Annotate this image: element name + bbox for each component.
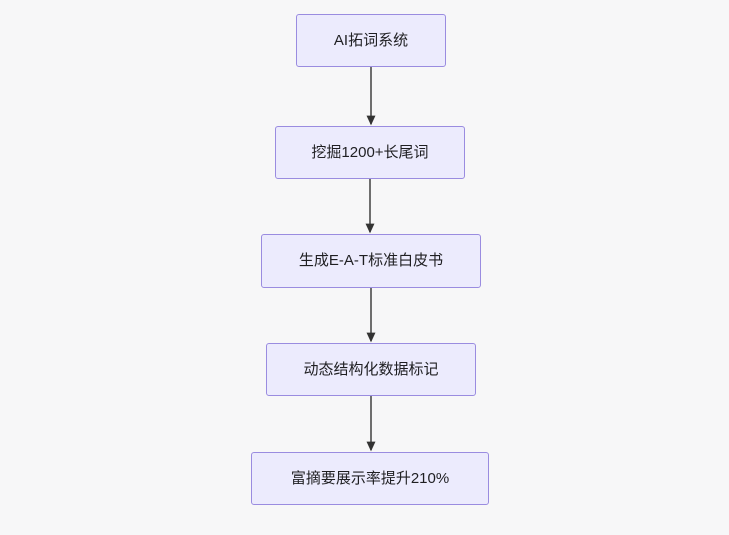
flow-node-label: 挖掘1200+长尾词 bbox=[311, 143, 429, 161]
flow-node: 富摘要展示率提升210% bbox=[251, 452, 489, 505]
flow-node-label: 生成E-A-T标准白皮书 bbox=[298, 252, 444, 269]
flow-node: 动态结构化数据标记 bbox=[266, 343, 476, 396]
flow-node: 挖掘1200+长尾词 bbox=[275, 126, 465, 179]
flow-node-label: AI拓词系统 bbox=[333, 31, 409, 49]
flow-node: 生成E-A-T标准白皮书 bbox=[261, 234, 481, 288]
flow-node-label: 动态结构化数据标记 bbox=[303, 360, 439, 378]
flow-node: AI拓词系统 bbox=[296, 14, 446, 67]
flow-node-label: 富摘要展示率提升210% bbox=[290, 469, 450, 487]
